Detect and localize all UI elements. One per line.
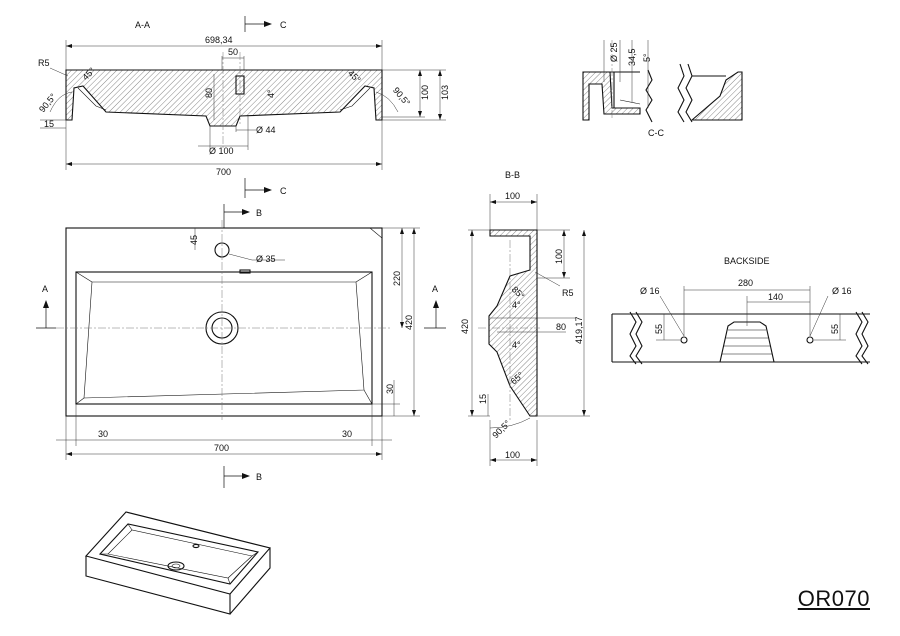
section-cc-title: C-C (648, 128, 664, 138)
iso-tap-hole (192, 543, 200, 549)
overflow-hole-right (806, 336, 814, 344)
dim-bs-280: 280 (738, 278, 753, 288)
iso-drain (167, 561, 185, 571)
dim-cc-d25: Ø 25 (609, 42, 619, 62)
dim-bs-55-right: 55 (830, 324, 840, 334)
dim-cc-345: 34,5 (627, 48, 637, 66)
dim-aa-80: 80 (204, 88, 214, 98)
dim-aa-905-right: 90,5° (391, 85, 412, 108)
cut-mark-a-right: A (424, 284, 446, 329)
section-cc-view: Ø 25 34,5 5° C-C (582, 40, 743, 138)
iso-bowl (98, 523, 260, 585)
dim-bs-55-left: 55 (654, 324, 664, 334)
cut-mark-b-bottom-label: B (256, 472, 262, 482)
section-bb-view: B-B 100 100 85° R5 4° 80 4° 65° 420 (460, 170, 590, 466)
cut-mark-b-top: B (223, 204, 262, 228)
dim-top-30-left: 30 (98, 429, 108, 439)
dim-cc-5deg: 5° (642, 53, 652, 62)
dim-aa-r5: R5 (38, 58, 50, 68)
model-code: OR070 (797, 586, 870, 611)
dim-bb-4deg-bottom: 4° (512, 340, 521, 350)
basin-bowl-inner (83, 281, 365, 399)
dim-bb-420: 420 (460, 319, 470, 334)
dim-aa-100: 100 (420, 85, 430, 100)
dim-aa-700: 700 (216, 167, 231, 177)
basin-bowl-outer (75, 271, 373, 405)
dim-bb-4deg-top: 4° (512, 300, 521, 310)
dim-aa-15: 15 (44, 119, 54, 129)
iso-front-face (85, 556, 231, 615)
cut-mark-c-top: C (244, 16, 287, 32)
dim-bb-100-vert: 100 (554, 249, 564, 264)
dim-top-30-vert: 30 (385, 384, 395, 394)
backside-outline (611, 313, 870, 363)
section-cc-right-hatch (690, 71, 743, 121)
dim-top-d35: Ø 35 (256, 254, 276, 264)
dim-bs-140: 140 (768, 292, 783, 302)
cut-mark-c-bottom-label: C (280, 186, 287, 196)
section-cc-left-hatch (582, 71, 641, 121)
cut-mark-b-bottom: B (223, 466, 262, 488)
cut-mark-a-right-label: A (432, 284, 438, 294)
top-view: B 45 Ø 35 220 420 30 (36, 204, 446, 488)
section-aa-view: A-A C 698,34 50 R5 45° 90,5° (37, 16, 450, 198)
section-bb-hatch (488, 229, 538, 417)
section-aa-hatch (65, 69, 383, 127)
dim-bb-100-top: 100 (505, 191, 520, 201)
cut-mark-a-left: A (36, 284, 56, 329)
dim-top-30-right: 30 (342, 429, 352, 439)
cut-mark-c-top-label: C (280, 20, 287, 30)
section-aa-title: A-A (135, 20, 150, 30)
dim-top-45: 45 (189, 235, 199, 245)
overflow-hole-left (680, 336, 688, 344)
dim-aa-103: 103 (440, 85, 450, 100)
dim-bs-d16-left: Ø 16 (640, 286, 660, 296)
dim-aa-698: 698,34 (205, 35, 233, 45)
dim-top-220: 220 (392, 271, 402, 286)
cut-mark-c-bottom: C (244, 178, 287, 198)
dim-bb-r5: R5 (562, 288, 574, 298)
dim-bb-41917: 419,17 (574, 316, 584, 344)
tap-hole (214, 242, 230, 258)
backside-drain (719, 321, 775, 363)
iso-top-face (84, 511, 272, 595)
cut-mark-b-top-label: B (256, 208, 262, 218)
dim-aa-4deg: 4° (266, 89, 276, 98)
basin-outline (65, 227, 383, 417)
dim-aa-d44: Ø 44 (256, 125, 276, 135)
dim-aa-50: 50 (228, 47, 238, 57)
isometric-view (84, 511, 272, 615)
backside-title: BACKSIDE (724, 256, 770, 266)
section-bb-title: B-B (505, 170, 520, 180)
dim-bb-100-bottom: 100 (505, 450, 520, 460)
dim-bs-d16-right: Ø 16 (832, 286, 852, 296)
dim-aa-d100: Ø 100 (209, 146, 234, 156)
dim-top-420: 420 (404, 315, 414, 330)
dim-top-700: 700 (214, 443, 229, 453)
dim-bb-80: 80 (556, 322, 566, 332)
backside-view: BACKSIDE Ø 16 280 140 Ø 16 55 (611, 256, 870, 365)
cut-mark-a-left-label: A (42, 284, 48, 294)
dim-bb-15: 15 (478, 394, 488, 404)
dim-bb-905: 90,5° (490, 418, 512, 440)
